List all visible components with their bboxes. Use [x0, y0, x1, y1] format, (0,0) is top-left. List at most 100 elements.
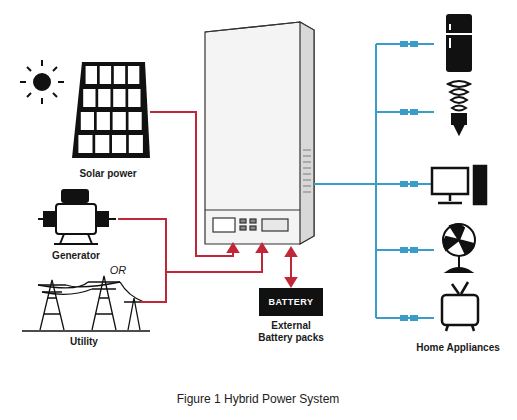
computer-icon-part: [432, 168, 468, 194]
plug-symbols-part: [400, 181, 408, 187]
tv-icon-part: [452, 284, 459, 294]
generator-icon-part: [108, 218, 116, 220]
solar-panel-icon-part-part: [83, 89, 95, 107]
plug-symbols-part: [410, 247, 418, 253]
solar-panel-icon-part-part: [81, 112, 94, 130]
fridge-icon-part: [446, 33, 472, 35]
sun-icon-part: [27, 67, 31, 71]
sun-icon-part: [41, 98, 43, 104]
inverter-unit-part: [213, 218, 235, 232]
tv-icon-part: [461, 282, 468, 294]
inverter-unit-part: [300, 22, 314, 244]
inverter-input-arrows-part: [228, 244, 238, 252]
inverter-unit-part: [240, 226, 246, 230]
fridge-icon: [446, 14, 472, 72]
plug-symbols-part: [400, 247, 408, 253]
inverter-input-arrows-part: [257, 244, 267, 252]
sun-icon-part: [41, 60, 43, 66]
sun-icon-part: [53, 67, 57, 71]
solar-panel-icon-part-part: [129, 112, 142, 130]
solar-panel-icon-part-part: [114, 66, 125, 84]
plug-symbols-part: [410, 315, 418, 321]
computer-icon: [432, 166, 486, 204]
inverter-unit-part-part: [303, 168, 311, 169]
solar-panel-icon-part-part: [113, 89, 125, 107]
output-wires-part: [375, 44, 377, 318]
output-wires: [314, 44, 412, 318]
figure-caption: Figure 1 Hybrid Power System: [177, 392, 340, 406]
generator-icon-part: [54, 243, 98, 245]
tv-icon-part: [472, 325, 474, 331]
utility-label: Utility: [70, 336, 98, 347]
generator-icon-part: [56, 204, 96, 234]
bulb-icon-part: [448, 81, 470, 87]
plug-symbols-part: [400, 41, 408, 47]
solar-panel-icon-part: [72, 62, 150, 158]
generator-icon-part: [96, 212, 108, 226]
fan-icon-part: [458, 256, 460, 268]
fan-icon: [443, 224, 475, 272]
plug-symbols-part: [418, 249, 434, 251]
inverter-unit-part-part: [303, 156, 311, 157]
fridge-icon-part: [449, 24, 451, 30]
inverter-unit-part: [262, 219, 288, 231]
solar-panel-icon-part-part: [97, 112, 110, 130]
plug-symbols-part: [400, 109, 408, 115]
generator-icon-part: [62, 190, 88, 202]
input-wires-part: [166, 250, 262, 272]
generator-icon: [38, 190, 116, 244]
battery-wire-part: [286, 248, 296, 256]
inverter-unit-part-part: [303, 180, 311, 181]
fan-icon-part: [443, 224, 475, 256]
tv-icon: [442, 282, 478, 331]
battery-node: BATTERYExternal Battery packs: [246, 288, 336, 343]
generator-icon-part: [60, 234, 64, 244]
plug-symbols: [400, 41, 434, 321]
battery-wire: [286, 248, 296, 286]
inverter-unit-part-part: [303, 186, 311, 187]
sun-icon-part: [58, 81, 64, 83]
solar-panel-icon-part-part: [86, 66, 97, 84]
sun-icon-part: [53, 93, 57, 97]
appliances-label: Home Appliances: [416, 342, 500, 353]
utility-pylons-icon-part: [22, 330, 150, 331]
generator-icon-part: [44, 212, 56, 226]
inverter-unit-part: [303, 150, 311, 192]
output-wires-part: [314, 183, 376, 185]
solar-panel-icon: [72, 62, 150, 158]
bulb-icon-part: [452, 114, 466, 124]
sun-icon-part: [27, 93, 31, 97]
solar-panel-icon-part-part: [129, 135, 143, 153]
inverter-unit-part: [240, 219, 246, 223]
generator-label: Generator: [52, 250, 100, 261]
solar-panel-icon-part-part: [128, 89, 140, 107]
inverter-unit-part-part: [303, 174, 311, 175]
solar-panel-icon-part-part: [100, 66, 111, 84]
fan-icon-part: [447, 268, 471, 272]
battery-wire-part: [290, 254, 292, 280]
utility-pylons-icon-part: [38, 282, 144, 302]
utility-pylons-icon: [22, 276, 150, 331]
bulb-icon-part: [454, 124, 464, 134]
inverter-unit-part: [205, 22, 314, 244]
inverter-unit-part: [205, 22, 300, 32]
inverter-unit-part-part: [303, 150, 311, 151]
computer-icon-part: [438, 202, 462, 205]
inverter-input-arrows: [228, 244, 267, 252]
plug-symbols-part: [410, 181, 418, 187]
solar-panel-icon-part-part: [113, 112, 126, 130]
input-wires-part: [118, 219, 166, 302]
tv-icon-part: [442, 295, 478, 325]
solar-panel-icon-part: [78, 66, 143, 153]
sun-icon-part: [20, 81, 26, 83]
inverter-unit-part-part: [303, 192, 311, 193]
solar-panel-icon-part-part: [98, 89, 110, 107]
plug-symbols-part: [418, 43, 434, 45]
bulb-icon: [448, 81, 470, 134]
fan-icon-part: [444, 224, 474, 253]
inverter-unit-part: [250, 219, 256, 223]
fridge-icon-part: [449, 38, 451, 48]
plug-symbols-part: [418, 317, 434, 319]
